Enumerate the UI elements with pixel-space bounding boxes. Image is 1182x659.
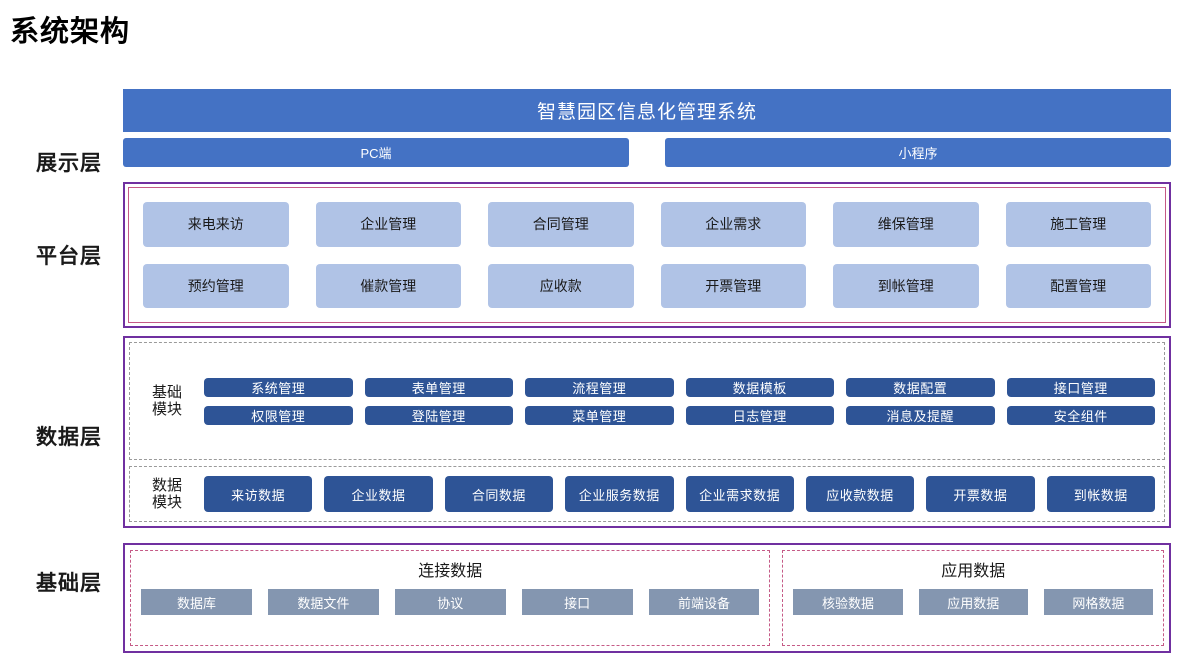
channel-miniprogram[interactable]: 小程序 (665, 138, 1171, 167)
platform-tile[interactable]: 企业需求 (660, 202, 806, 247)
data-module-group: 数据 模块 来访数据 企业数据 合同数据 企业服务数据 企业需求数据 应收款数据… (129, 466, 1165, 522)
base-module-row: 系统管理 表单管理 流程管理 数据模板 数据配置 接口管理 (204, 377, 1155, 397)
app-data-title: 应用数据 (941, 563, 1006, 580)
platform-tile[interactable]: 到帐管理 (833, 263, 979, 308)
base-module-tile[interactable]: 登陆管理 (364, 405, 513, 425)
data-layer: 基础 模块 系统管理 表单管理 流程管理 数据模板 数据配置 接口管理 权限管理… (123, 336, 1171, 528)
data-module-tile[interactable]: 来访数据 (204, 476, 313, 512)
data-module-tile[interactable]: 应收款数据 (805, 476, 915, 512)
data-module-tile[interactable]: 企业需求数据 (685, 476, 794, 512)
base-module-tile[interactable]: 系统管理 (204, 377, 353, 397)
connect-data-title: 连接数据 (418, 563, 483, 580)
platform-row: 预约管理 催款管理 应收款 开票管理 到帐管理 配置管理 (143, 263, 1151, 308)
data-module-caption: 数据 模块 (139, 477, 195, 512)
platform-tile[interactable]: 施工管理 (1005, 202, 1151, 247)
base-module-tile[interactable]: 安全组件 (1006, 405, 1155, 425)
connect-data-tile[interactable]: 接口 (521, 589, 633, 615)
data-module-tile[interactable]: 企业数据 (324, 476, 433, 512)
base-module-caption: 基础 模块 (139, 384, 195, 419)
system-title-bar: 智慧园区信息化管理系统 (123, 89, 1171, 132)
base-module-tile[interactable]: 菜单管理 (525, 405, 674, 425)
base-module-tiles: 系统管理 表单管理 流程管理 数据模板 数据配置 接口管理 权限管理 登陆管理 … (204, 377, 1155, 425)
base-layer: 连接数据 数据库 数据文件 协议 接口 前端设备 应用数据 核验数据 应用数据 … (123, 543, 1171, 653)
presentation-layer: 智慧园区信息化管理系统 PC端 小程序 (123, 89, 1171, 167)
platform-row: 来电来访 企业管理 合同管理 企业需求 维保管理 施工管理 (143, 202, 1151, 247)
data-module-tile[interactable]: 企业服务数据 (565, 476, 674, 512)
channel-pc[interactable]: PC端 (123, 138, 629, 167)
connect-data-tile[interactable]: 协议 (394, 589, 506, 615)
layer-label-presentation: 展示层 (36, 152, 102, 175)
connect-data-tile[interactable]: 数据文件 (267, 589, 379, 615)
base-module-tile[interactable]: 流程管理 (525, 377, 674, 397)
connect-data-tile[interactable]: 数据库 (141, 589, 252, 615)
base-module-caption-line2: 模块 (151, 401, 182, 418)
platform-tile[interactable]: 配置管理 (1005, 263, 1151, 308)
platform-tile[interactable]: 维保管理 (833, 202, 979, 247)
base-module-tile[interactable]: 消息及提醒 (846, 405, 995, 425)
base-module-caption-line1: 基础 (151, 383, 182, 401)
platform-tile[interactable]: 来电来访 (143, 202, 289, 247)
base-module-tile[interactable]: 权限管理 (204, 405, 353, 425)
platform-tile[interactable]: 合同管理 (488, 202, 634, 247)
page-title: 系统架构 (10, 16, 131, 48)
data-module-caption-line1: 数据 (151, 476, 182, 494)
platform-tile[interactable]: 企业管理 (315, 202, 461, 247)
data-module-tile[interactable]: 开票数据 (926, 476, 1035, 512)
data-module-row: 来访数据 企业数据 合同数据 企业服务数据 企业需求数据 应收款数据 开票数据 … (204, 476, 1155, 512)
app-data-tile[interactable]: 网格数据 (1043, 589, 1153, 615)
app-data-tile[interactable]: 核验数据 (793, 589, 903, 615)
layer-label-data: 数据层 (36, 426, 102, 449)
platform-layer-inner: 来电来访 企业管理 合同管理 企业需求 维保管理 施工管理 预约管理 催款管理 … (128, 187, 1166, 323)
platform-tile[interactable]: 开票管理 (660, 263, 806, 308)
data-module-tile[interactable]: 到帐数据 (1046, 476, 1155, 512)
base-module-tile[interactable]: 表单管理 (364, 377, 513, 397)
channel-row: PC端 小程序 (123, 138, 1171, 167)
data-module-tile[interactable]: 合同数据 (444, 476, 554, 512)
layer-label-platform: 平台层 (36, 245, 102, 268)
base-module-tile[interactable]: 日志管理 (685, 405, 834, 425)
data-module-caption-line2: 模块 (151, 494, 182, 511)
base-module-tile[interactable]: 数据配置 (846, 377, 995, 397)
base-module-row: 权限管理 登陆管理 菜单管理 日志管理 消息及提醒 安全组件 (204, 405, 1155, 425)
base-module-tile[interactable]: 接口管理 (1006, 377, 1155, 397)
connect-data-group: 连接数据 数据库 数据文件 协议 接口 前端设备 (130, 550, 771, 646)
base-module-group: 基础 模块 系统管理 表单管理 流程管理 数据模板 数据配置 接口管理 权限管理… (129, 342, 1165, 460)
app-data-tiles: 核验数据 应用数据 网格数据 (793, 589, 1153, 615)
connect-data-tiles: 数据库 数据文件 协议 接口 前端设备 (141, 589, 760, 615)
layer-label-base: 基础层 (36, 572, 102, 595)
platform-tile[interactable]: 催款管理 (315, 263, 461, 308)
app-data-group: 应用数据 核验数据 应用数据 网格数据 (782, 550, 1164, 646)
app-data-tile[interactable]: 应用数据 (918, 589, 1028, 615)
platform-layer: 来电来访 企业管理 合同管理 企业需求 维保管理 施工管理 预约管理 催款管理 … (123, 182, 1171, 328)
platform-tile[interactable]: 应收款 (488, 263, 634, 308)
platform-tile[interactable]: 预约管理 (143, 263, 289, 308)
connect-data-tile[interactable]: 前端设备 (648, 589, 760, 615)
base-module-tile[interactable]: 数据模板 (685, 377, 834, 397)
